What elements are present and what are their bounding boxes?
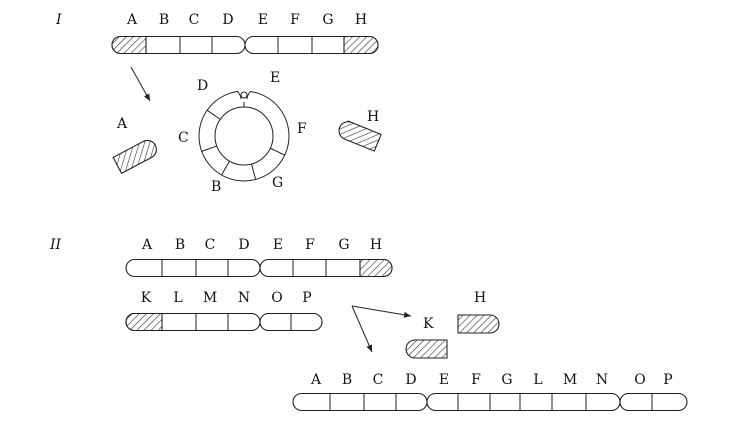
panel-1-chromosome [111, 35, 379, 55]
p2-chrom2-hatched-end-start [125, 312, 163, 332]
fused-chrom-label: M [563, 372, 577, 388]
p2-chrom2-label: N [238, 290, 250, 306]
fragment-k-label: K [423, 316, 434, 332]
fragment-h2-label: H [474, 290, 486, 306]
ring-label-g: G [272, 175, 283, 191]
fused-chrom-label: G [501, 372, 512, 388]
p2-chrom1-label: H [370, 237, 382, 253]
p2-chrom1-label: E [273, 237, 283, 253]
fused-chrom-label: C [373, 372, 384, 388]
p2-chrom1-label: A [141, 237, 153, 253]
break-arrow [130, 66, 151, 102]
fragment-a [112, 139, 157, 175]
ring-label-e: E [270, 70, 280, 86]
panel-2-label: II [49, 237, 62, 253]
p2-chrom1-label: C [205, 237, 216, 253]
p1-chrom-hatched-end-end [343, 35, 379, 55]
p2-chrom2-label: P [302, 290, 311, 306]
ring-band-divider [201, 145, 217, 152]
fragment-h [338, 120, 382, 152]
ring-label-f: F [297, 121, 307, 137]
p1-chrom-label: F [290, 12, 300, 28]
fused-chrom-label: L [533, 372, 542, 388]
panel-1-chromosome-labels: A B C D E F G H [126, 12, 367, 28]
p2-chrom2-label: L [173, 290, 182, 306]
ring-band-divider [270, 147, 285, 156]
p2-chrom2-label: M [203, 290, 217, 306]
p2-chrom1-label: D [238, 237, 249, 253]
fused-chrom-label: A [310, 372, 322, 388]
p2-chrom2-label: K [141, 290, 152, 306]
panel-2-chromosome-2 [125, 312, 323, 332]
ring-label-d: D [197, 78, 208, 94]
fused-chrom-label: F [471, 372, 481, 388]
arrow-to-k [351, 305, 412, 318]
ring-label-c: C [178, 130, 189, 146]
panel-1-label: I [55, 12, 62, 28]
panel-2-chromosome-1 [125, 258, 393, 278]
fused-chrom-label: E [439, 372, 449, 388]
p1-chrom-label: E [258, 12, 268, 28]
ring-band-divider [206, 109, 221, 120]
fused-chrom-label: D [405, 372, 416, 388]
p1-chrom-label: D [222, 12, 233, 28]
panel-2-chromosome-2-labels: K L M N O P [141, 290, 312, 306]
ring-chromosome [198, 88, 290, 182]
fragment-a-label: A [116, 116, 128, 132]
fused-chrom-arm-3 [619, 392, 688, 412]
fused-chrom-label: B [342, 372, 352, 388]
p1-chrom-label: B [159, 12, 169, 28]
fused-chrom-arm-2 [426, 392, 621, 412]
fused-chromosome [292, 392, 688, 412]
p1-chrom-label: G [322, 12, 333, 28]
p2-chrom1-hatched-end-end [359, 258, 393, 278]
arrow-to-fused [351, 305, 373, 353]
fragment-h2 [457, 314, 500, 334]
fused-chrom-arm-1 [292, 392, 428, 412]
fragment-k [405, 339, 448, 359]
fused-chrom-label: N [596, 372, 608, 388]
panel-2-chromosome-1-labels: A B C D E F G H [141, 237, 382, 253]
ring-label-b: B [211, 179, 221, 195]
p1-chrom-hatched-end-start [111, 35, 147, 55]
p1-chrom-label: H [355, 12, 367, 28]
fragment-h-label: H [367, 109, 379, 125]
p1-chrom-label: A [126, 12, 138, 28]
fused-chrom-label: P [663, 372, 672, 388]
fused-chrom-label: O [634, 372, 645, 388]
ring-band-divider [221, 160, 230, 176]
p2-chrom1-arm-1 [125, 258, 261, 278]
p2-chrom1-label: F [305, 237, 315, 253]
p1-chrom-label: C [189, 12, 200, 28]
p2-chrom2-label: O [271, 290, 282, 306]
p2-chrom1-label: B [175, 237, 185, 253]
ring-band-divider [251, 163, 257, 180]
p2-chrom1-label: G [338, 237, 349, 253]
